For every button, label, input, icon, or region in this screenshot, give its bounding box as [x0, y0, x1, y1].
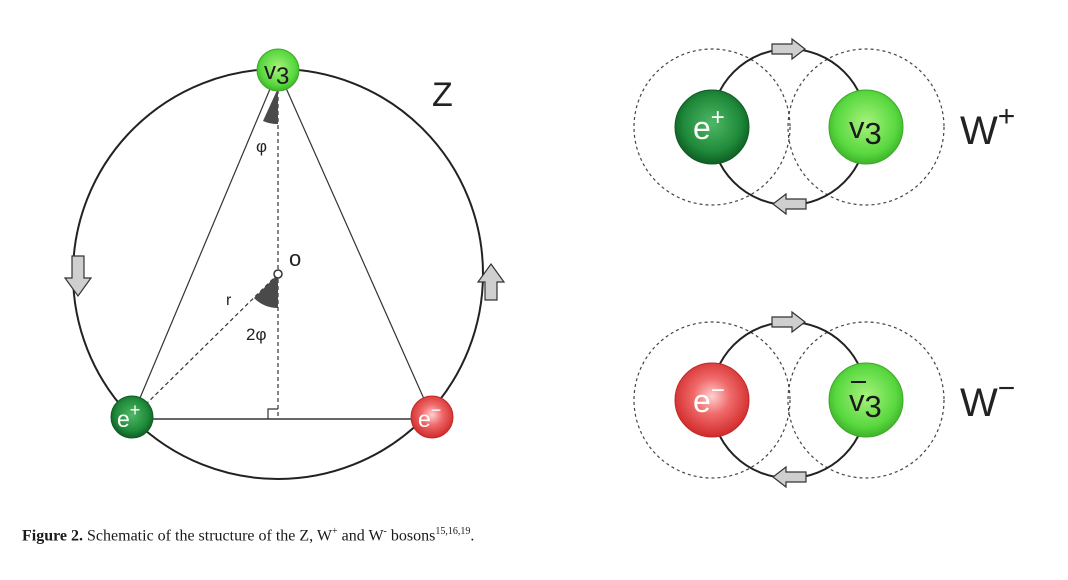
- e-sup: +: [130, 400, 141, 420]
- caption-label: Figure 2.: [22, 527, 84, 545]
- center-label: o: [289, 246, 301, 271]
- angle-top-label: φ: [256, 137, 267, 156]
- svg-text:v3: v3: [849, 383, 882, 424]
- angle-top-wedge: [263, 88, 278, 125]
- caption-sup-2: -: [383, 526, 387, 537]
- svg-text:e−: e−: [418, 400, 441, 432]
- right-arrow-icon: [771, 37, 806, 61]
- w-plus-dashed-right: [787, 48, 945, 206]
- electron-particle: e−: [674, 362, 750, 438]
- svg-text:e+: e+: [693, 104, 725, 146]
- nu-sub: 3: [276, 63, 289, 90]
- right-arrow-icon: [771, 310, 806, 334]
- center-point-o: [273, 269, 283, 279]
- svg-text:e−: e−: [693, 377, 725, 419]
- electron-particle-right: e−: [410, 395, 454, 439]
- neutrino-particle-top: v3: [256, 48, 300, 92]
- right-angle-marker: [267, 408, 278, 419]
- caption-sup-1: +: [331, 526, 338, 537]
- antineutrino-particle: v3: [828, 362, 904, 438]
- left-arrow-icon: [772, 465, 807, 489]
- z-boson-label: Z: [432, 76, 453, 114]
- w-minus-diagram: e− v3 W−: [633, 310, 1015, 489]
- z-dashed-radius: [135, 273, 279, 415]
- angle-center-label: 2φ: [246, 325, 266, 344]
- boson-structure-diagram: o r φ 2φ Z v3 e+ e−: [63, 37, 1015, 489]
- z-line-top-right: [277, 69, 433, 418]
- caption-end: .: [470, 527, 475, 545]
- e-sup: −: [431, 400, 442, 420]
- w-minus-dashed-right: [787, 321, 945, 479]
- svg-text:v3: v3: [264, 58, 289, 90]
- w-minus-dashed-left: [633, 321, 791, 479]
- positron-particle-left: e+: [110, 395, 154, 439]
- w-plus-label: W+: [960, 100, 1015, 153]
- e-base: e: [418, 406, 431, 432]
- figure-caption: Figure 2. Schematic of the structure of …: [22, 526, 474, 545]
- nu-base: v: [264, 58, 276, 85]
- w-plus-dashed-left: [633, 48, 791, 206]
- caption-text-3: bosons: [386, 527, 436, 545]
- w-plus-diagram: e+ v3 W+: [633, 37, 1015, 216]
- caption-refs: 15,16,19: [435, 526, 471, 537]
- angle-center-wedge: [254, 274, 278, 308]
- e-base: e: [117, 406, 130, 432]
- left-arrow-icon: [772, 192, 807, 216]
- radius-label: r: [226, 292, 232, 309]
- z-diagram: o r φ 2φ Z v3 e+ e−: [63, 48, 506, 480]
- positron-particle: e+: [674, 89, 750, 165]
- neutrino-particle: v3: [828, 89, 904, 165]
- z-line-top-left: [131, 69, 279, 418]
- up-arrow-icon: [476, 262, 506, 301]
- svg-text:v3: v3: [849, 110, 882, 151]
- caption-text-1: Schematic of the structure of the Z, W: [83, 527, 332, 545]
- caption-text-2: and W: [337, 527, 384, 545]
- w-minus-label: W−: [960, 372, 1015, 425]
- svg-text:e+: e+: [117, 400, 140, 432]
- down-arrow-icon: [63, 255, 93, 298]
